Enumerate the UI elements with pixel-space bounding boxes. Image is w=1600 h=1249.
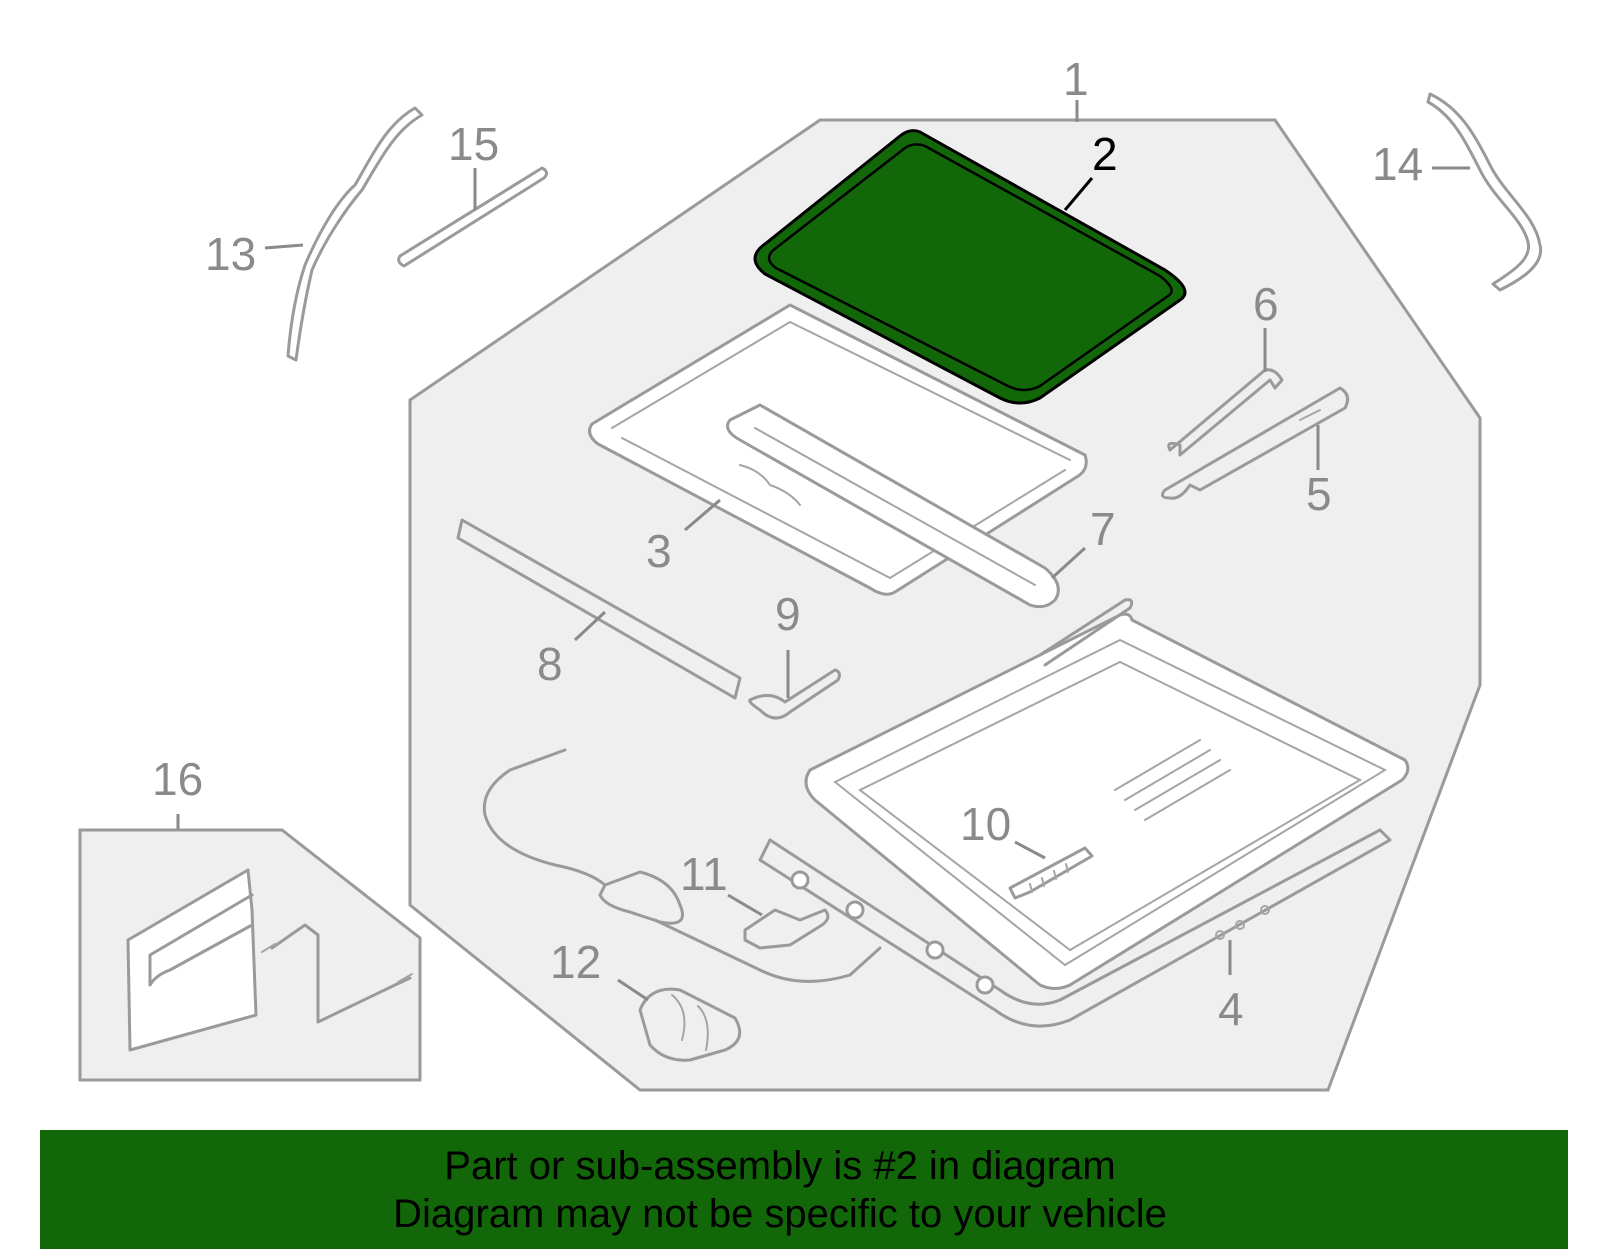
leader-3	[684, 498, 721, 532]
callout-1: 1	[1063, 53, 1089, 105]
callout-2: 2	[1092, 128, 1118, 180]
part-10-slider[interactable]	[1008, 846, 1094, 900]
part-2-glass-panel[interactable]	[753, 129, 1187, 405]
part-4-frame[interactable]	[758, 598, 1410, 1028]
part-5-deflector[interactable]	[1160, 386, 1350, 500]
part-9-clip[interactable]	[748, 668, 841, 720]
info-banner: Part or sub-assembly is #2 in diagram Di…	[40, 1130, 1568, 1249]
drive-cable-assembly[interactable]	[482, 748, 882, 983]
callout-16: 16	[152, 753, 203, 805]
callout-9: 9	[775, 588, 801, 640]
callout-12: 12	[550, 936, 601, 988]
banner-line-2: Diagram may not be specific to your vehi…	[393, 1192, 1167, 1236]
part-7-rail[interactable]	[726, 403, 1060, 609]
callout-11: 11	[680, 848, 728, 900]
banner-line-1: Part or sub-assembly is #2 in diagram	[444, 1144, 1116, 1188]
leader-8	[573, 610, 607, 642]
leader-13	[264, 243, 304, 250]
callout-13: 13	[205, 228, 256, 280]
leader-7	[1050, 546, 1087, 580]
part-14-molding[interactable]	[1426, 92, 1543, 292]
leader-11	[727, 893, 763, 917]
callout-15: 15	[448, 118, 499, 170]
callout-10: 10	[960, 798, 1011, 850]
callout-6: 6	[1253, 278, 1279, 330]
part-12-motor[interactable]	[638, 987, 742, 1062]
leader-10	[1014, 840, 1046, 860]
part-15-strip[interactable]	[397, 166, 549, 268]
callout-8: 8	[537, 638, 563, 690]
part-8-seal-strip[interactable]	[456, 518, 742, 700]
callout-14: 14	[1372, 138, 1423, 190]
part-16-shade-kit[interactable]	[126, 868, 413, 1052]
callout-5: 5	[1306, 468, 1332, 520]
part-6-bracket[interactable]	[1167, 368, 1284, 457]
part-13-molding[interactable]	[286, 106, 424, 362]
callout-4: 4	[1218, 983, 1244, 1035]
leader-12	[617, 978, 649, 1002]
part-11-motor-bracket[interactable]	[743, 908, 830, 950]
callout-7: 7	[1090, 503, 1116, 555]
callout-3: 3	[646, 525, 672, 577]
leader-2	[1063, 177, 1094, 211]
